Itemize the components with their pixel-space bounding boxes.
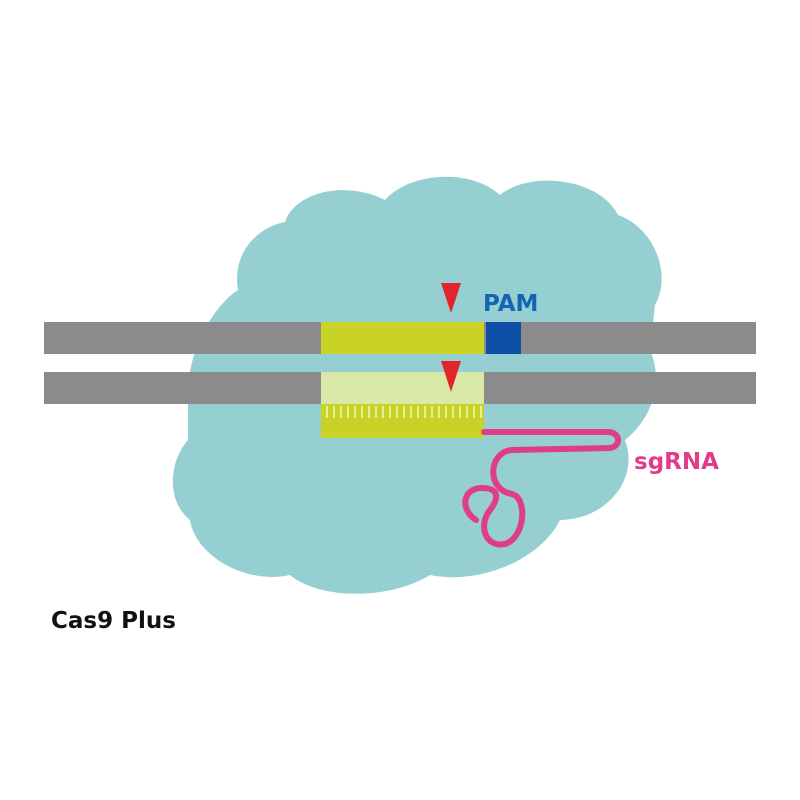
pam-block [486,322,521,354]
pam-label: PAM [483,291,538,317]
target-region-top [321,322,484,354]
caption: Cas9 Plus [51,608,176,634]
cut-site-bottom-marker [441,361,461,392]
cut-site-top-marker [441,283,461,313]
sgrna-scaffold [462,429,621,548]
target-region-bottom [321,372,484,404]
sgrna-label: sgRNA [634,449,719,475]
base-pair-ticks [326,406,482,418]
